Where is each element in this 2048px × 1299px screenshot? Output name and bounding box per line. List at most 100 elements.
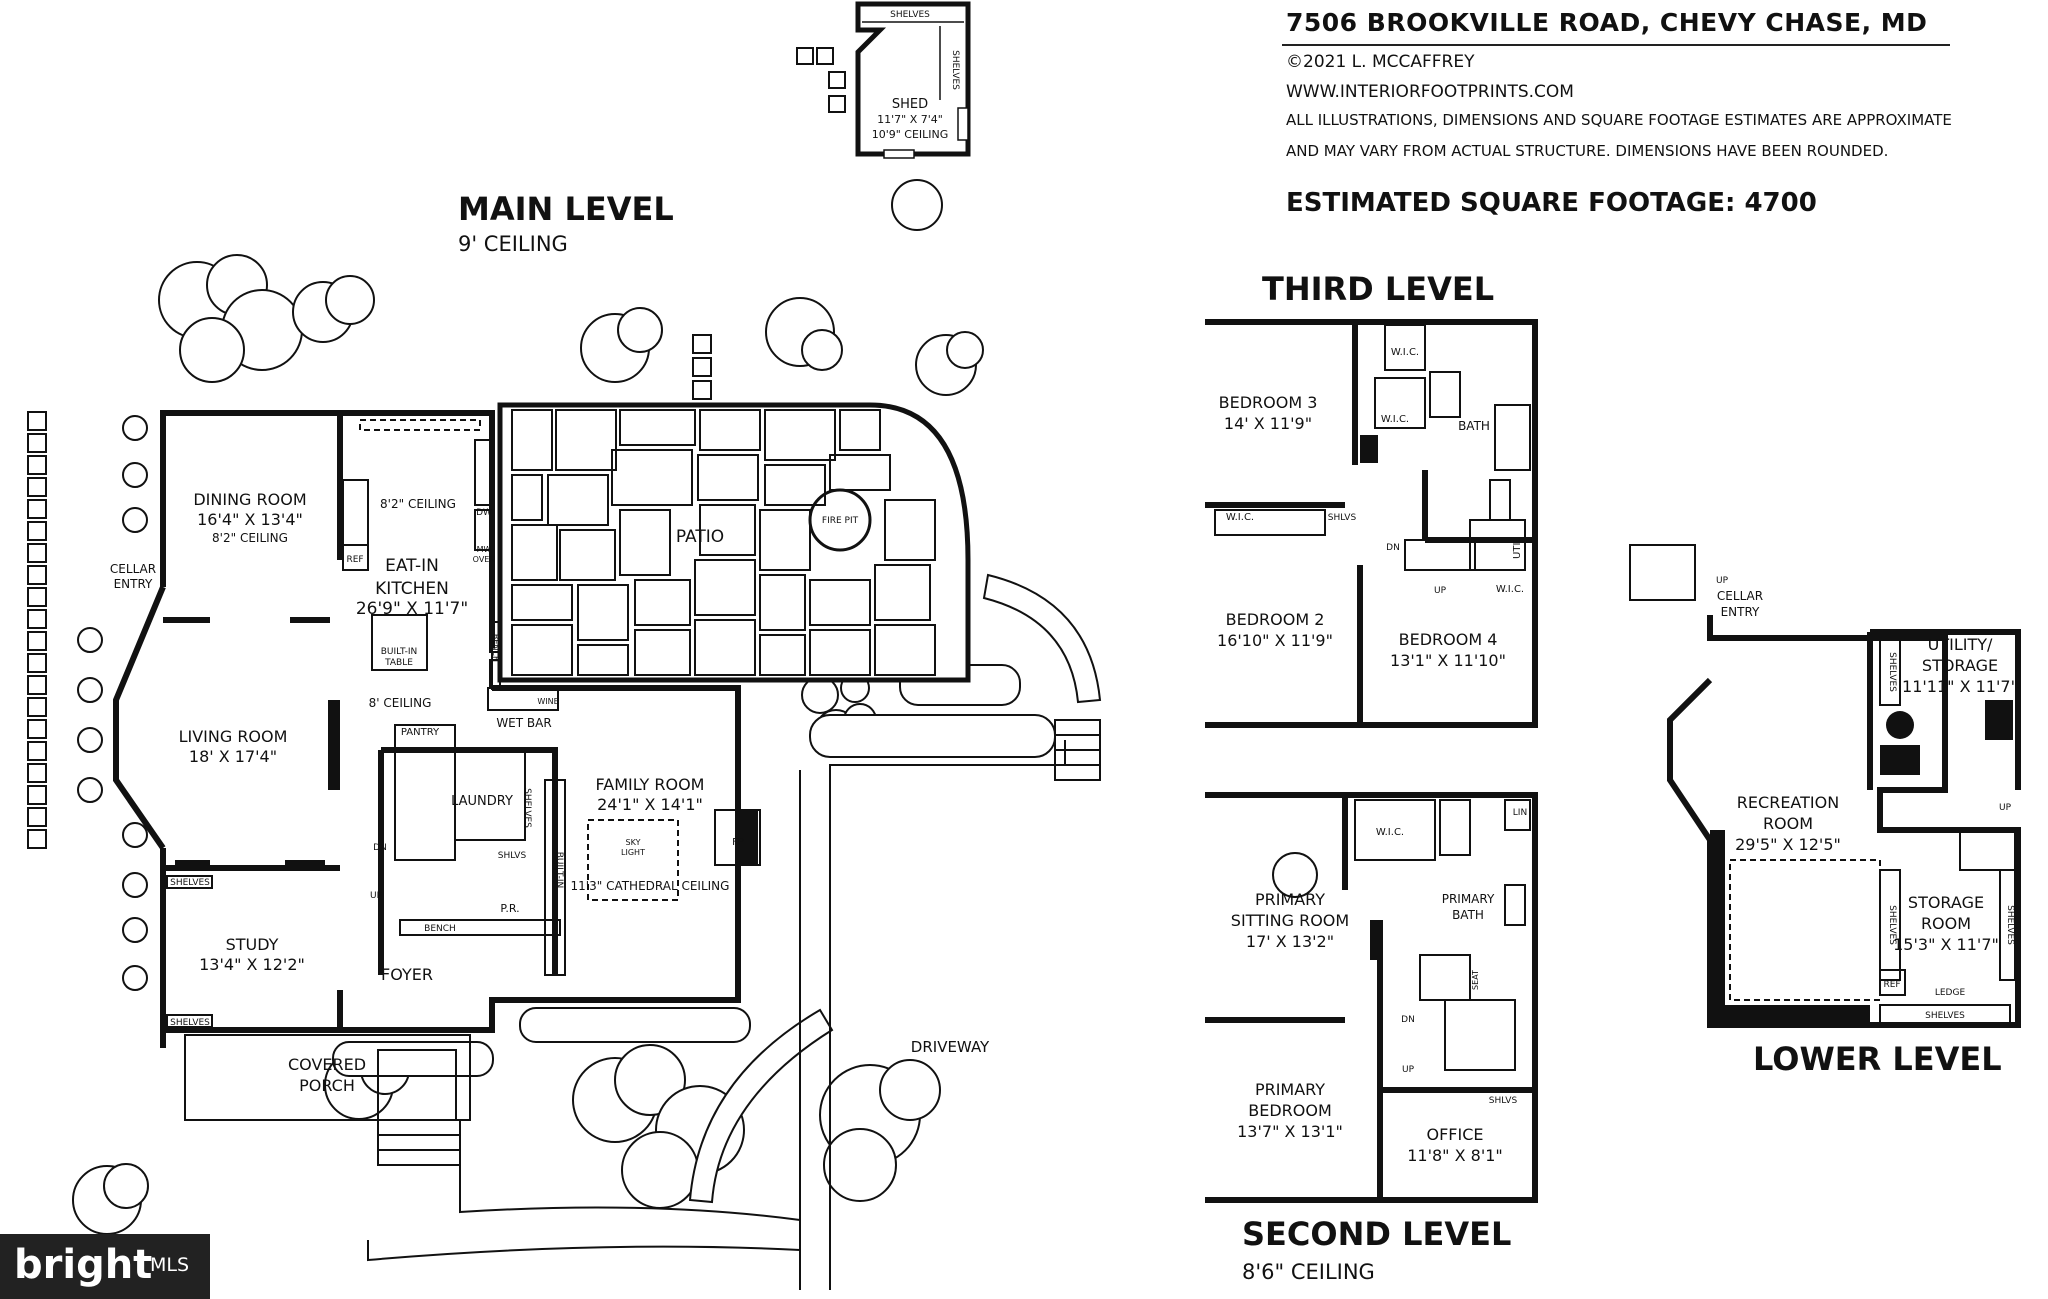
office-name: OFFICE (1427, 1125, 1484, 1144)
stepping-stones-left (27, 47, 846, 849)
lower-level-title: LOWER LEVEL (1753, 1040, 2002, 1078)
shed-shelves-top: SHELVES (890, 10, 930, 20)
second-seat: SEAT (1471, 970, 1480, 990)
recreation-room-dims: 29'5" X 12'5" (1735, 835, 1841, 854)
second-lin: LIN (1513, 808, 1527, 818)
builtin-vertical: BUILT-IN (554, 852, 564, 889)
utility-storage-dims: 11'11" X 11'7" (1902, 677, 2018, 696)
patio-stones (511, 409, 936, 676)
primary-bedroom-dims: 13'7" X 13'1" (1237, 1122, 1343, 1141)
living-room-name: LIVING ROOM (179, 727, 288, 746)
third-level-walls (1205, 319, 1538, 728)
hedges (332, 664, 1056, 1077)
second-up: UP (1402, 1065, 1415, 1075)
wine-label: WINE (537, 697, 558, 706)
driveway-lines (367, 740, 1066, 1290)
storage-room-2: ROOM (1921, 914, 1971, 933)
third-bath: BATH (1458, 419, 1490, 433)
cathedral-ceiling: 11'3" CATHEDRAL CEILING (571, 879, 730, 893)
cellar-entry-1: CELLAR (110, 562, 156, 576)
dining-room-dims: 16'4" X 13'4" (197, 510, 303, 529)
study-dims: 13'4" X 12'2" (199, 955, 305, 974)
lower-cellar-1: CELLAR (1717, 589, 1763, 603)
bench-label: BENCH (424, 924, 456, 934)
third-level-thin (1214, 324, 1531, 571)
lower-ref: REF (1883, 980, 1900, 990)
disclaimer-line-1: ALL ILLUSTRATIONS, DIMENSIONS AND SQUARE… (1286, 111, 1952, 129)
storage-room-dims: 15'3" X 11'7" (1893, 935, 1999, 954)
fireplaces (175, 700, 758, 870)
property-address: 7506 BROOKVILLE ROAD, CHEVY CHASE, MD (1286, 8, 1928, 37)
study-name: STUDY (226, 935, 279, 954)
dishwasher-label: DW (476, 508, 492, 518)
lower-up-1: UP (1716, 576, 1729, 586)
second-level-ceiling: 8'6" CEILING (1242, 1260, 1375, 1284)
primary-bedroom-name-2: BEDROOM (1248, 1101, 1332, 1120)
family-room-dims: 24'1" X 14'1" (597, 795, 703, 814)
main-level-title: MAIN LEVEL (458, 190, 674, 228)
bedroom4-name: BEDROOM 4 (1399, 630, 1498, 649)
square-footage: ESTIMATED SQUARE FOOTAGE: 4700 (1286, 188, 1817, 218)
kitchen-ceiling: 8'2" CEILING (380, 497, 456, 511)
laundry-label: LAUNDRY (451, 794, 513, 809)
kitchen-name-2: KITCHEN (375, 579, 449, 599)
shed-ceiling: 10'9" CEILING (872, 128, 949, 141)
curved-path (688, 573, 1102, 1204)
second-dn: DN (1401, 1015, 1415, 1025)
main-up-label: UP (370, 891, 383, 901)
microwave-label-1: MW (477, 545, 492, 554)
sitting-room-dims: 17' X 13'2" (1246, 932, 1334, 951)
family-room-name: FAMILY ROOM (596, 775, 705, 794)
third-wic-1: W.I.C. (1391, 347, 1419, 358)
skylight-1: SKY (626, 838, 641, 847)
copyright: ©2021 L. MCCAFFREY (1286, 52, 1475, 72)
lower-ledge: LEDGE (1935, 988, 1966, 998)
kitchen-8ft-ceiling: 8' CEILING (369, 696, 432, 710)
website: WWW.INTERIORFOOTPRINTS.COM (1286, 82, 1574, 102)
study-shelves-bottom: SHELVES (170, 1018, 210, 1028)
ref-label: REF (346, 555, 363, 565)
recreation-room-2: ROOM (1763, 814, 1813, 833)
third-dn: DN (1386, 543, 1400, 553)
built-in-table-2: TABLE (384, 658, 413, 668)
covered-porch-2: PORCH (299, 1076, 355, 1095)
kitchen-name-1: EAT-IN (385, 556, 439, 576)
stairs-main (184, 719, 1101, 1166)
third-util: UTIL (1512, 537, 1523, 559)
built-in-table-1: BUILT-IN (381, 647, 418, 657)
bedroom2-name: BEDROOM 2 (1226, 610, 1325, 629)
patio (497, 402, 971, 683)
mls-logo-text: MLS (150, 1254, 190, 1276)
shed-dims: 11'7" X 7'4" (877, 113, 943, 126)
driveway-label: DRIVEWAY (911, 1038, 990, 1056)
header-rule (1282, 44, 1950, 46)
bedroom3-dims: 14' X 11'9" (1224, 414, 1312, 433)
third-up: UP (1434, 586, 1447, 596)
lower-shelves-bottom: SHELVES (1925, 1011, 1965, 1021)
microwave-label-2: OVEN (473, 555, 496, 564)
shed-name: SHED (892, 97, 928, 112)
primary-bath-2: BATH (1452, 908, 1484, 922)
kitchen-dims: 26'9" X 11'7" (356, 599, 468, 619)
study-shelves-top: SHELVES (170, 878, 210, 888)
cellar-entry-2: ENTRY (114, 577, 153, 591)
main-dn-label: DN (373, 843, 387, 853)
disclaimer-line-2: AND MAY VARY FROM ACTUAL STRUCTURE. DIME… (1286, 142, 1889, 160)
sitting-room-name-2: SITTING ROOM (1231, 911, 1349, 930)
patio-label: PATIO (676, 527, 724, 547)
laundry-shelves: SHELVES (522, 788, 532, 828)
lower-level-walls (1667, 615, 2021, 1028)
disclaimer: ALL ILLUSTRATIONS, DIMENSIONS AND SQUARE… (1286, 105, 1952, 167)
fire-pit-label: FIRE PIT (822, 516, 859, 526)
lower-shelves-right: SHELVES (2005, 905, 2015, 945)
utility-storage-1: UTILITY/ (1928, 635, 1993, 654)
second-level-title: SECOND LEVEL (1242, 1215, 1512, 1253)
shrubs-left (77, 415, 148, 991)
second-level-walls (1205, 792, 1538, 1203)
dining-room-name: DINING ROOM (193, 490, 306, 509)
second-shlvs: SHLVS (1489, 1096, 1518, 1106)
third-wic-4: W.I.C. (1496, 584, 1524, 595)
living-room-dims: 18' X 17'4" (189, 747, 277, 766)
bright-logo-text: bright (14, 1242, 153, 1288)
